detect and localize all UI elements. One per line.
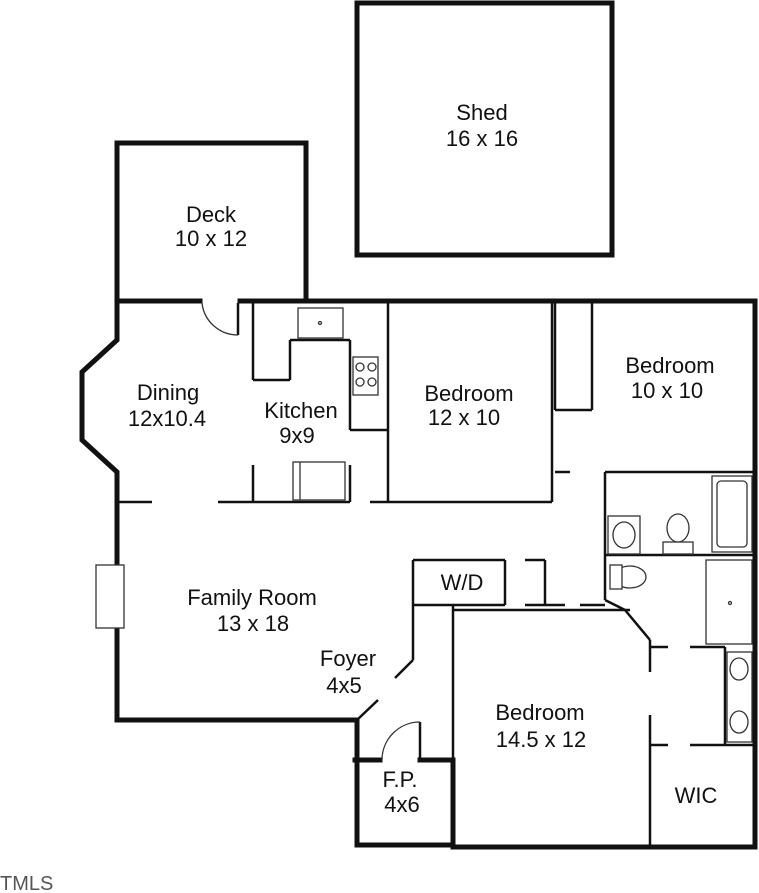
refrigerator bbox=[292, 461, 346, 501]
foyer-size: 4x5 bbox=[326, 673, 361, 698]
closet-label: WIC bbox=[675, 783, 718, 808]
kitchen-label: Kitchen bbox=[264, 398, 337, 423]
shed: Shed 16 x 16 bbox=[354, 0, 615, 258]
kitchen-size: 9x9 bbox=[279, 423, 314, 448]
bedroom-middle: Bedroom 12 x 10 bbox=[424, 381, 513, 430]
shed-size: 16 x 16 bbox=[446, 126, 518, 151]
interior-walls bbox=[117, 303, 755, 847]
family-room-label: Family Room bbox=[187, 585, 317, 610]
bedroom-right-label: Bedroom bbox=[625, 353, 714, 378]
laundry: W/D bbox=[441, 570, 484, 595]
front-door bbox=[381, 721, 422, 761]
fireplace bbox=[95, 564, 125, 629]
bedroom-primary-label: Bedroom bbox=[495, 700, 584, 725]
primary-bath-fixtures bbox=[609, 559, 753, 743]
deck-door bbox=[201, 302, 240, 336]
front-porch-size: 4x6 bbox=[384, 792, 419, 817]
toilet-bowl bbox=[666, 513, 690, 543]
deck-label: Deck bbox=[186, 202, 237, 227]
bedroom-primary-size: 14.5 x 12 bbox=[496, 727, 587, 752]
front-porch-label: F.P. bbox=[382, 767, 417, 792]
deck-size: 10 x 12 bbox=[175, 226, 247, 251]
front-porch: F.P. 4x6 bbox=[382, 767, 419, 817]
walk-in-closet: WIC bbox=[675, 783, 718, 808]
foyer: Foyer 4x5 bbox=[320, 646, 376, 698]
dining-size: 12x10.4 bbox=[128, 406, 206, 431]
deck: Deck 10 x 12 bbox=[114, 140, 309, 304]
dining-room: Dining 12x10.4 bbox=[128, 380, 206, 431]
family-room: Family Room 13 x 18 bbox=[187, 585, 317, 636]
stove bbox=[352, 356, 379, 396]
foyer-label: Foyer bbox=[320, 646, 376, 671]
toilet-tank bbox=[662, 541, 694, 555]
bedroom-middle-size: 12 x 10 bbox=[428, 405, 500, 430]
hall-bath-fixtures bbox=[607, 475, 753, 555]
bathtub bbox=[711, 475, 753, 553]
bedroom-middle-label: Bedroom bbox=[424, 381, 513, 406]
watermark: TMLS bbox=[0, 873, 53, 893]
kitchen: Kitchen 9x9 bbox=[264, 398, 337, 448]
shed-label: Shed bbox=[456, 100, 507, 125]
kitchen-sink bbox=[297, 307, 344, 339]
kitchen-fixtures bbox=[292, 307, 379, 501]
bedroom-right: Bedroom 10 x 10 bbox=[625, 353, 714, 403]
bedroom-primary: Bedroom 14.5 x 12 bbox=[495, 700, 586, 752]
laundry-label: W/D bbox=[441, 570, 484, 595]
family-room-size: 13 x 18 bbox=[217, 611, 289, 636]
dining-label: Dining bbox=[137, 380, 199, 405]
bedroom-right-size: 10 x 10 bbox=[631, 378, 703, 403]
